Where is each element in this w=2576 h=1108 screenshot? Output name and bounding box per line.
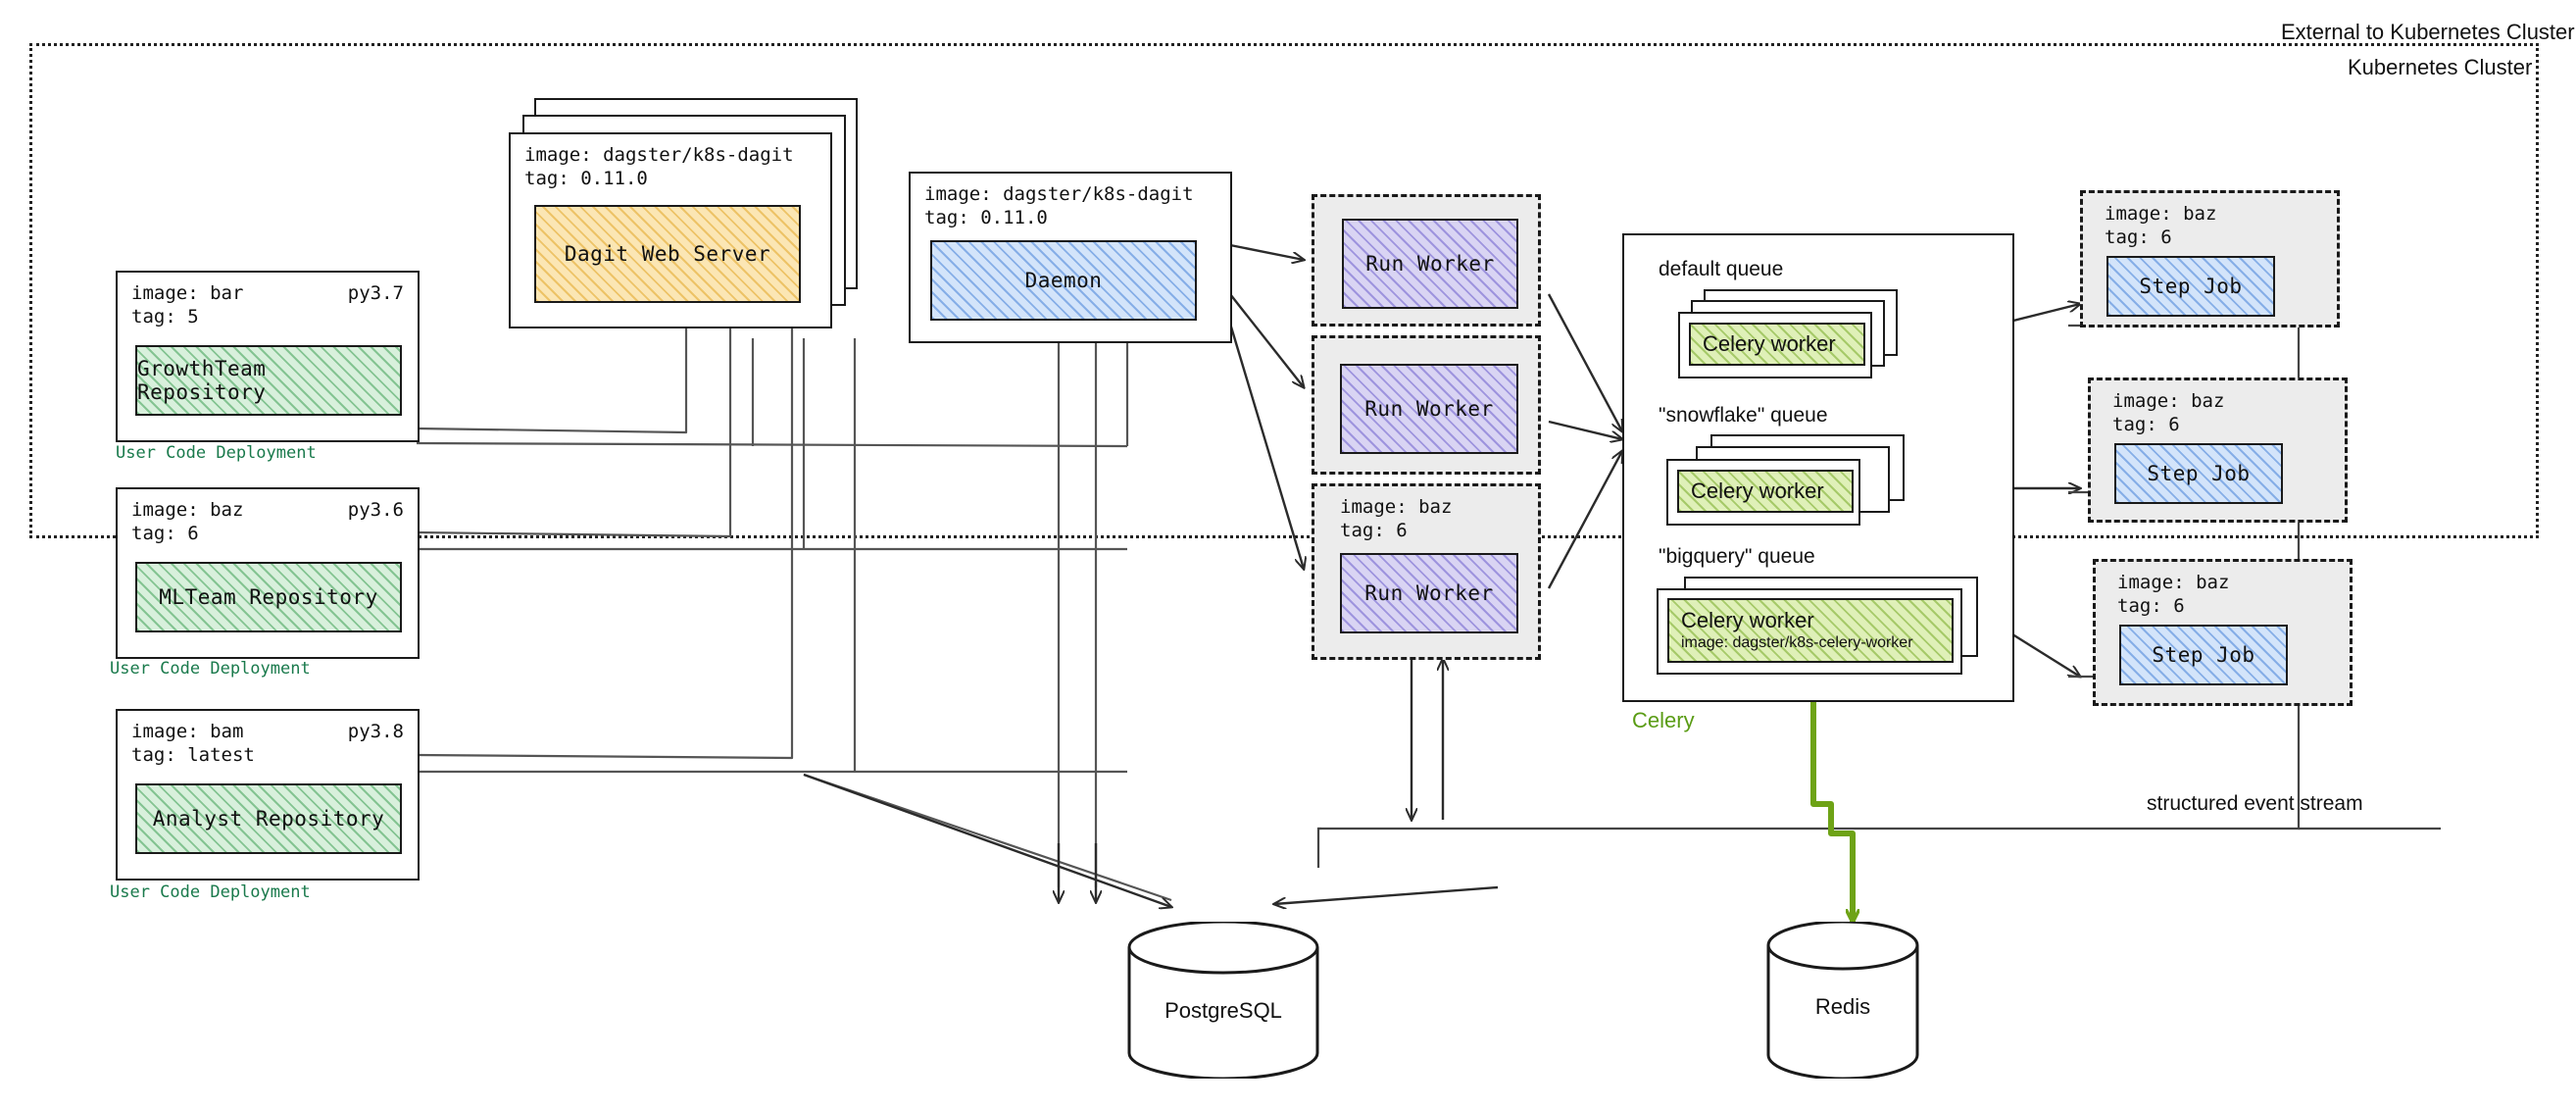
structured-event-stream-label: structured event stream — [2147, 792, 2363, 815]
celery-worker-snowflake-card[interactable]: Celery worker — [1666, 459, 1860, 526]
celery-worker-default[interactable]: Celery worker — [1689, 323, 1865, 366]
step-job-1[interactable]: Step Job — [2106, 256, 2275, 317]
celery-worker-default-card[interactable]: Celery worker — [1678, 312, 1872, 378]
redis-database[interactable]: Redis — [1764, 920, 1921, 1081]
celery-worker-bigquery-label: Celery worker — [1681, 608, 1814, 633]
deployment-1-tag: tag: 5 — [131, 305, 199, 327]
step-job-2-image: image: baz — [2112, 390, 2225, 412]
run-worker-1-label: Run Worker — [1365, 252, 1495, 276]
step-job-1-label: Step Job — [2139, 275, 2243, 298]
daemon-label: Daemon — [1024, 269, 1103, 292]
redis-label: Redis — [1814, 994, 1871, 1019]
deployment-3-repository[interactable]: Analyst Repository — [135, 783, 402, 854]
run-worker-group-1[interactable]: Run Worker — [1312, 194, 1541, 327]
step-job-1-image: image: baz — [2105, 203, 2217, 225]
dagit-image: image: dagster/k8s-dagit — [524, 144, 794, 166]
queue-title-default: default queue — [1659, 258, 1784, 280]
run-worker-2-label: Run Worker — [1364, 397, 1494, 421]
queue-title-bigquery: "bigquery" queue — [1659, 545, 1815, 568]
external-boundary-label: External to Kubernetes Cluster — [2281, 20, 2575, 44]
deployment-1-repository[interactable]: GrowthTeam Repository — [135, 345, 402, 416]
deployment-2-image: image: baz — [131, 499, 244, 521]
daemon-node[interactable]: Daemon — [930, 240, 1197, 321]
run-worker-2[interactable]: Run Worker — [1340, 364, 1518, 454]
run-worker-3[interactable]: Run Worker — [1340, 553, 1518, 633]
step-job-group-1[interactable]: image: baz tag: 6 Step Job — [2080, 190, 2340, 327]
step-job-group-3[interactable]: image: baz tag: 6 Step Job — [2093, 559, 2353, 706]
run-worker-group-2[interactable]: Run Worker — [1312, 335, 1541, 475]
deployment-2-python: py3.6 — [347, 499, 404, 521]
run-worker-1[interactable]: Run Worker — [1342, 219, 1518, 309]
database-cylinder-icon — [1766, 920, 1919, 1081]
step-job-3-label: Step Job — [2152, 643, 2255, 667]
run-worker-group-3[interactable]: image: baz tag: 6 Run Worker — [1312, 483, 1541, 660]
dagit-web-server-node[interactable]: Dagit Web Server — [534, 205, 801, 303]
daemon[interactable]: image: dagster/k8s-dagit tag: 0.11.0 Dae… — [909, 172, 1232, 343]
deployment-3-tag: tag: latest — [131, 743, 255, 766]
step-job-3[interactable]: Step Job — [2119, 625, 2288, 685]
dagit-label: Dagit Web Server — [564, 242, 771, 266]
queue-title-snowflake: "snowflake" queue — [1659, 404, 1828, 427]
deployment-1-caption: User Code Deployment — [116, 443, 317, 463]
celery-section-label: Celery — [1632, 708, 1695, 732]
run-worker-3-label: Run Worker — [1364, 581, 1494, 605]
celery-worker-bigquery-image: image: dagster/k8s-celery-worker — [1681, 633, 1913, 651]
deployment-2-tag: tag: 6 — [131, 522, 199, 544]
deployment-2-repository[interactable]: MLTeam Repository — [135, 562, 402, 632]
deployment-1-image: image: bar — [131, 282, 244, 304]
postgresql-label: PostgreSQL — [1164, 998, 1282, 1023]
deployment-1-python: py3.7 — [347, 282, 404, 304]
step-job-2[interactable]: Step Job — [2114, 443, 2283, 504]
deployment-3-repository-label: Analyst Repository — [152, 807, 385, 831]
run-worker-3-image: image: baz — [1340, 496, 1453, 518]
deployment-3-python: py3.8 — [347, 721, 404, 742]
run-worker-3-tag: tag: 6 — [1340, 519, 1408, 541]
daemon-image: image: dagster/k8s-dagit — [924, 183, 1194, 205]
daemon-tag: tag: 0.11.0 — [924, 206, 1048, 228]
deployment-2-repository-label: MLTeam Repository — [159, 585, 378, 609]
step-job-group-2[interactable]: image: baz tag: 6 Step Job — [2088, 378, 2348, 523]
step-job-3-image: image: baz — [2117, 572, 2230, 593]
deployment-2-caption: User Code Deployment — [110, 659, 311, 679]
deployment-1-repository-label: GrowthTeam Repository — [137, 357, 267, 404]
user-code-deployment-3[interactable]: image: bam py3.8 tag: latest Analyst Rep… — [116, 709, 420, 881]
dagit-web-server[interactable]: image: dagster/k8s-dagit tag: 0.11.0 Dag… — [509, 132, 832, 328]
step-job-2-tag: tag: 6 — [2112, 413, 2180, 435]
celery-worker-bigquery-card[interactable]: Celery worker image: dagster/k8s-celery-… — [1657, 588, 1962, 675]
step-job-2-label: Step Job — [2147, 462, 2251, 485]
deployment-3-image: image: bam — [131, 721, 244, 742]
celery-worker-snowflake[interactable]: Celery worker — [1677, 470, 1854, 513]
celery-worker-default-label: Celery worker — [1703, 330, 1836, 356]
kubernetes-cluster-label: Kubernetes Cluster — [2348, 55, 2533, 79]
postgresql-database[interactable]: PostgreSQL — [1125, 920, 1321, 1081]
celery-worker-bigquery[interactable]: Celery worker image: dagster/k8s-celery-… — [1667, 598, 1954, 663]
user-code-deployment-1[interactable]: image: bar py3.7 tag: 5 GrowthTeam Repos… — [116, 271, 420, 442]
deployment-3-caption: User Code Deployment — [110, 882, 311, 902]
step-job-3-tag: tag: 6 — [2117, 594, 2185, 617]
database-cylinder-icon — [1127, 920, 1319, 1081]
step-job-1-tag: tag: 6 — [2105, 226, 2172, 248]
user-code-deployment-2[interactable]: image: baz py3.6 tag: 6 MLTeam Repositor… — [116, 487, 420, 659]
dagit-tag: tag: 0.11.0 — [524, 167, 648, 189]
celery-worker-snowflake-label: Celery worker — [1691, 478, 1824, 503]
